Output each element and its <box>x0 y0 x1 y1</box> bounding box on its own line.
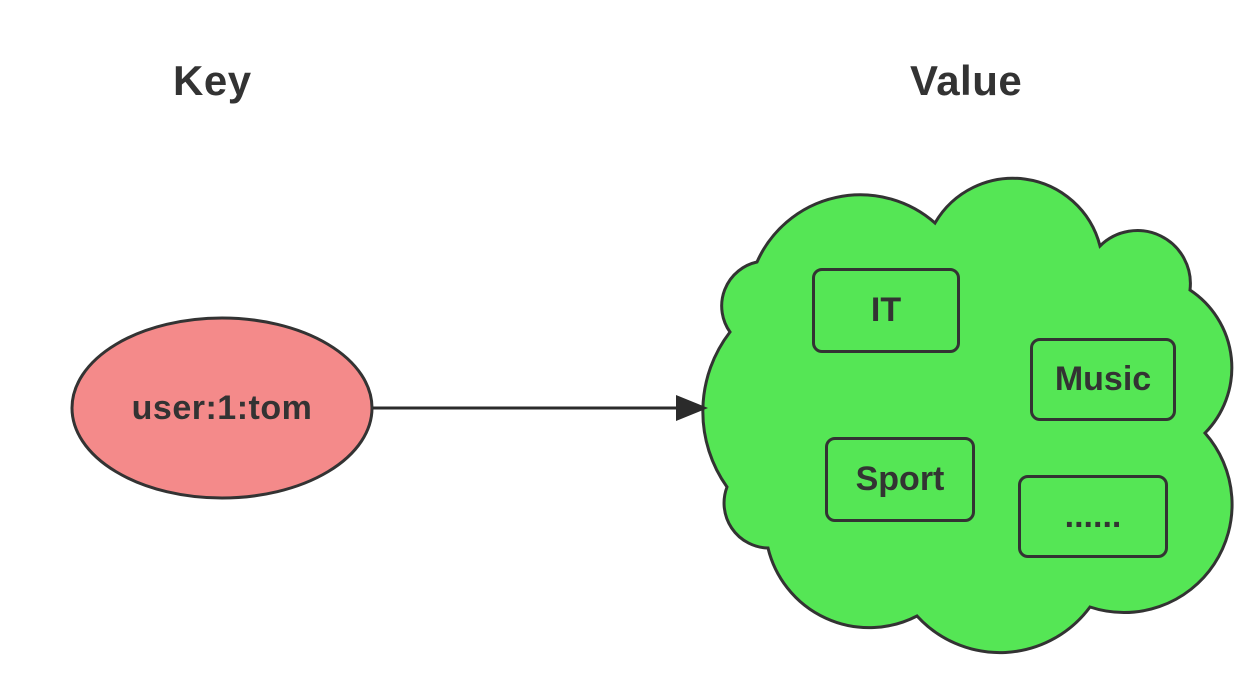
key-to-value-arrow <box>373 395 708 421</box>
key-node-label: user:1:tom <box>131 388 313 427</box>
value-item-it: IT <box>812 268 960 353</box>
value-item-it-label: IT <box>870 291 902 329</box>
value-item-music-label: Music <box>1054 360 1152 398</box>
value-item-music: Music <box>1030 338 1176 421</box>
value-item-sport-label: Sport <box>855 460 945 498</box>
key-heading: Key <box>173 57 252 104</box>
value-item-sport: Sport <box>825 437 975 522</box>
value-item-more-label: ...... <box>1064 497 1122 535</box>
value-item-more: ...... <box>1018 475 1168 558</box>
key-ellipse <box>70 316 374 500</box>
arrow-head-icon <box>676 395 708 421</box>
value-heading: Value <box>910 57 1023 104</box>
